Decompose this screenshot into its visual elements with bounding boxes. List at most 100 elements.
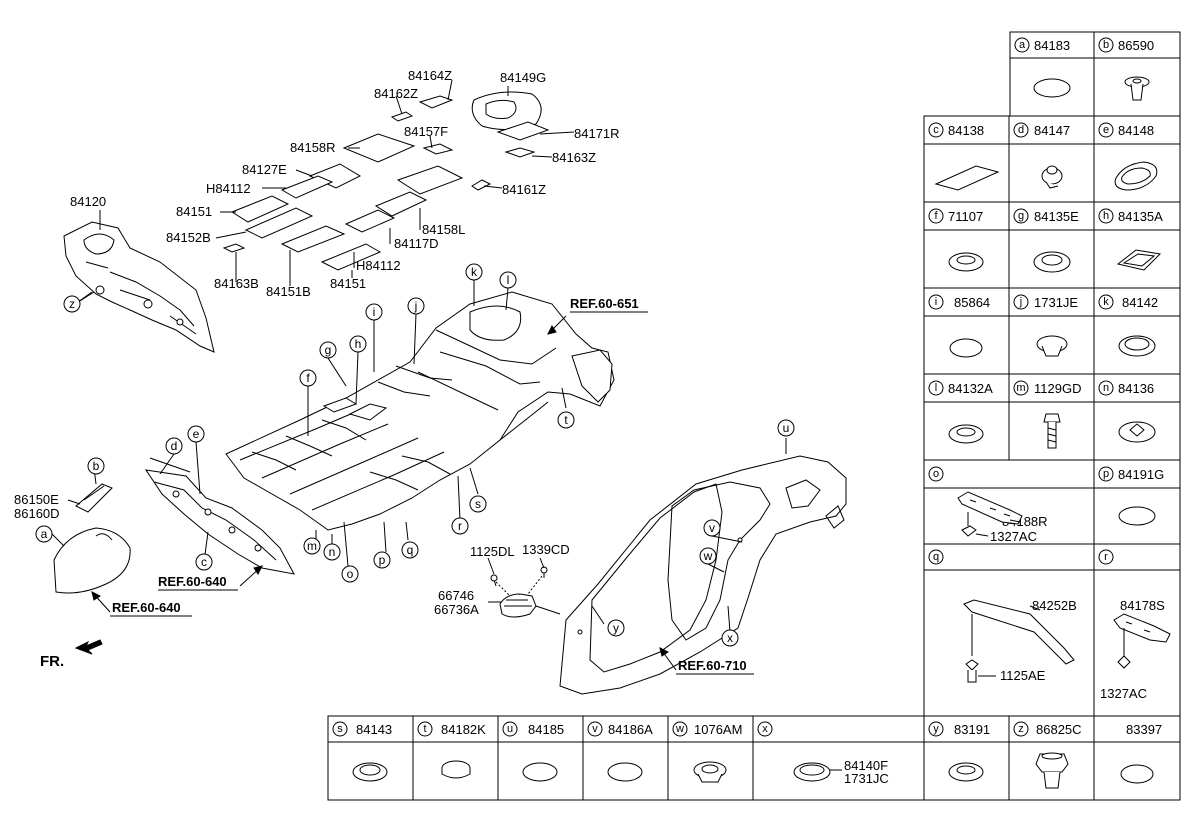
svg-text:d: d (1018, 124, 1024, 136)
svg-text:84135E: 84135E (1034, 209, 1079, 224)
pad-84164z (418, 95, 454, 109)
grommet-84135e-icon (1033, 251, 1071, 273)
svg-text:x: x (727, 631, 733, 645)
grommet-84143-icon (352, 762, 388, 782)
svg-text:71107: 71107 (948, 209, 983, 224)
svg-text:1327AC: 1327AC (1100, 686, 1147, 701)
svg-text:REF.60-640: REF.60-640 (112, 600, 181, 615)
svg-text:o: o (347, 567, 354, 581)
pad-84138-icon (934, 165, 1000, 191)
pad-84117d (344, 209, 396, 233)
svg-text:84158L: 84158L (422, 222, 465, 237)
svg-text:b: b (93, 459, 100, 473)
svg-text:84161Z: 84161Z (502, 182, 546, 197)
pad-84152b (244, 207, 314, 239)
svg-text:REF.60-640: REF.60-640 (158, 574, 227, 589)
svg-text:a: a (41, 527, 48, 541)
svg-text:REF.60-651: REF.60-651 (570, 296, 639, 311)
svg-text:i: i (373, 305, 376, 319)
svg-text:86150E: 86150E (14, 492, 59, 507)
svg-text:t: t (564, 413, 568, 427)
plug-84185-icon (522, 762, 558, 782)
svg-text:84152B: 84152B (166, 230, 211, 245)
plug-84142-icon (1118, 335, 1156, 357)
svg-text:1731JC: 1731JC (844, 771, 889, 786)
plug-84186a-icon (607, 762, 643, 782)
plug-84191g-icon (1118, 506, 1156, 526)
svg-text:84117D: 84117D (394, 236, 439, 251)
svg-text:c: c (201, 555, 207, 569)
svg-text:86825C: 86825C (1036, 722, 1082, 737)
svg-text:66736A: 66736A (434, 602, 479, 617)
svg-text:84191G: 84191G (1118, 467, 1164, 482)
svg-text:m: m (1016, 382, 1025, 394)
svg-text:66746: 66746 (438, 588, 474, 603)
svg-text:84120: 84120 (70, 194, 106, 209)
svg-text:86590: 86590 (1118, 38, 1154, 53)
svg-text:h: h (1103, 210, 1109, 222)
svg-text:84151: 84151 (330, 276, 366, 291)
svg-text:84127E: 84127E (242, 162, 287, 177)
svg-text:x: x (762, 723, 768, 735)
svg-text:v: v (592, 723, 598, 735)
svg-text:84178S: 84178S (1120, 598, 1165, 613)
plug-84136-icon (1118, 421, 1156, 443)
callout-letters: k l i j g h f t d e b s r a c m n o p q … (41, 265, 790, 645)
ref-labels: REF.60-651 REF.60-640 REF.60-640 REF.60-… (112, 296, 747, 673)
svg-text:e: e (1103, 124, 1109, 136)
plug-1076am-icon (693, 761, 727, 783)
svg-text:84163B: 84163B (214, 276, 259, 291)
plug-84182k-icon (441, 760, 471, 779)
svg-text:1129GD: 1129GD (1034, 381, 1081, 396)
pad-84163z (504, 147, 536, 158)
svg-text:83191: 83191 (954, 722, 990, 737)
svg-text:t: t (423, 723, 426, 735)
pad-h84112 (280, 175, 334, 199)
svg-text:z: z (1018, 723, 1024, 735)
svg-text:p: p (379, 553, 386, 567)
svg-text:w: w (675, 723, 684, 735)
svg-text:84185: 84185 (528, 722, 564, 737)
svg-text:1125DL: 1125DL (470, 544, 515, 559)
svg-text:84183: 84183 (1034, 38, 1070, 53)
svg-text:l: l (507, 273, 510, 287)
svg-text:r: r (458, 519, 462, 533)
plug-84140f-icon (793, 762, 842, 782)
svg-text:c: c (933, 124, 939, 136)
svg-text:u: u (783, 421, 790, 435)
svg-text:o: o (933, 468, 939, 480)
grommet-84132a-icon (948, 424, 984, 444)
pad-84151b (280, 225, 346, 253)
svg-text:1125AE: 1125AE (1000, 668, 1046, 683)
svg-text:84182K: 84182K (441, 722, 486, 737)
svg-text:q: q (407, 543, 414, 557)
callout-circles (35, 263, 795, 647)
leader-lines (51, 79, 787, 633)
front-arrow-icon (74, 639, 103, 655)
plug-83397-icon (1120, 764, 1154, 784)
clip-86825c-icon (1035, 752, 1069, 789)
pad-84158r (342, 133, 416, 163)
svg-text:g: g (1018, 210, 1024, 222)
pad-large-center (396, 165, 464, 195)
svg-text:n: n (1103, 382, 1109, 394)
oval-plug-84148-icon (1114, 161, 1158, 191)
svg-text:84252B: 84252B (1032, 598, 1077, 613)
pad-84161z (471, 179, 492, 191)
svg-text:m: m (307, 539, 317, 553)
svg-text:b: b (1103, 39, 1109, 51)
floor-pan (225, 291, 615, 531)
legend-letters: a b c d e f g h i j k l m n o p q r s t … (337, 39, 1109, 735)
svg-text:H84112: H84112 (206, 181, 251, 196)
pad-84157f (422, 143, 454, 155)
svg-text:84162Z: 84162Z (374, 86, 418, 101)
svg-text:84143: 84143 (356, 722, 392, 737)
legend-grid (327, 31, 1181, 801)
svg-text:v: v (709, 521, 715, 535)
legend-pictograms (352, 76, 1171, 789)
svg-text:f: f (306, 371, 310, 385)
plug-1731je-icon (1036, 335, 1068, 357)
dash-panel-84120 (63, 221, 215, 353)
svg-text:1731JE: 1731JE (1034, 295, 1078, 310)
